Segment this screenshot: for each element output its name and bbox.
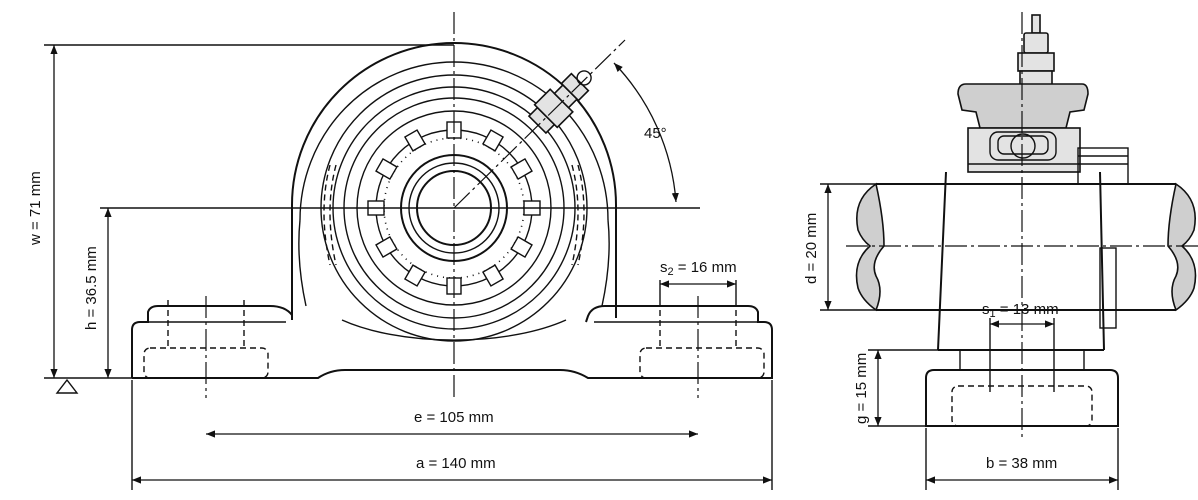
s1-label: s1 = 13 mm: [982, 301, 1059, 320]
angle-line: [453, 39, 626, 209]
nipple-neck: [1019, 70, 1053, 86]
housing-outer: [291, 42, 617, 318]
pedestal-rib: [1099, 247, 1117, 329]
retainer-tab: [403, 264, 427, 287]
shaft: [876, 183, 1176, 311]
s2-label: s2 = 16 mm: [660, 259, 737, 278]
h-label: h = 36.5 mm: [83, 246, 100, 330]
side-view: d = 20 mm s1 = 13 mm g = 15 mm b = 38 mm: [803, 12, 1198, 490]
base-outline: [131, 305, 773, 379]
locking-collar: [1077, 147, 1129, 185]
bottom-arc: [341, 319, 567, 341]
housing-right-side: [601, 219, 610, 307]
nipple-tip: [1031, 14, 1041, 34]
e-label: e = 105 mm: [414, 409, 494, 426]
hidden-right-1: [577, 164, 585, 266]
nipple-base: [1017, 52, 1055, 72]
retainer-tab: [375, 235, 398, 259]
housing-top: [957, 83, 1089, 129]
g-label: g = 15 mm: [853, 353, 870, 424]
retainer-tab: [481, 264, 505, 287]
bearing-ball: [1010, 133, 1036, 159]
hidden-left-1: [323, 164, 331, 266]
pedestal: [937, 171, 1105, 351]
shaft-break-right: [1167, 182, 1197, 312]
hidden-left-2: [329, 164, 337, 266]
retainer-tab: [375, 157, 398, 181]
retainer-tab: [481, 129, 505, 152]
retainer-tabs: [367, 121, 541, 295]
d-label: d = 20 mm: [803, 213, 820, 284]
right-hole-bottom: [639, 347, 765, 379]
retainer-tab: [510, 235, 533, 259]
b-label: b = 38 mm: [986, 455, 1057, 472]
a-label: a = 140 mm: [416, 455, 496, 472]
nipple-hex: [1023, 32, 1049, 54]
bearing-outer: [989, 131, 1057, 161]
hidden-right-2: [571, 164, 579, 266]
front-view: 45° w = 71 mm h = 36.5 mm s2 = 16 mm e =…: [27, 12, 773, 490]
retainer-tab: [403, 129, 427, 152]
retainer-tab: [510, 157, 533, 181]
side-base: [925, 369, 1119, 427]
w-label: w = 71 mm: [27, 171, 44, 246]
base-triangle: [55, 378, 79, 394]
angle-label: 45°: [644, 125, 667, 142]
housing-left-side: [298, 219, 307, 307]
grease-nipple: [527, 70, 592, 135]
angle-arc: [613, 62, 679, 203]
shaft-break-left: [855, 182, 885, 312]
bearing-inner: [997, 135, 1049, 155]
